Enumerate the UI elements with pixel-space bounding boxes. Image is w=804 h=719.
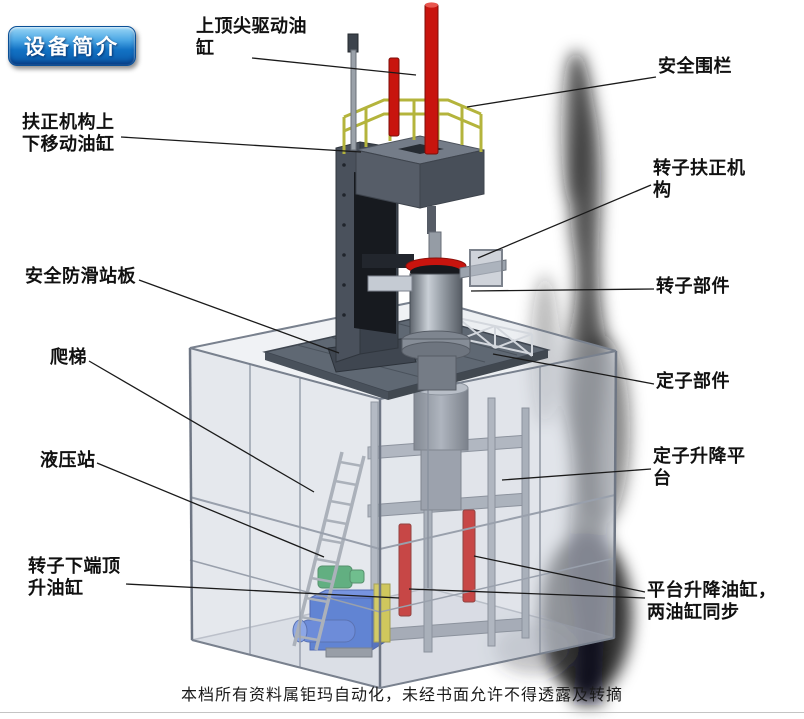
leader-rotor-centering: [477, 184, 652, 259]
hydraulic-station-graphic: [292, 565, 391, 658]
label-hydraulic-station: 液压站: [40, 450, 96, 470]
label-ladder: 爬梯: [50, 347, 87, 367]
leader-rotor-parts: [470, 288, 655, 292]
leader-centering-cylinder: [120, 136, 362, 153]
label-safety-fence: 安全围栏: [658, 56, 732, 76]
rotor-assembly: [362, 231, 507, 391]
leader-top-drive-cylinder: [251, 57, 417, 76]
label-rotor-parts: 转子部件: [656, 276, 730, 296]
leader-hydraulic-station: [96, 462, 325, 558]
leader-rotor-bottom-jack: [125, 583, 400, 599]
label-stator-lift-platform: 定子升降平台: [653, 446, 746, 488]
leader-anti-slip-plate: [138, 279, 340, 354]
title-badge-label: 设备简介: [24, 36, 120, 59]
label-rotor-centering: 转子扶正机构: [653, 158, 746, 200]
head-assembly: [355, 135, 485, 234]
bottom-divider: [0, 712, 804, 713]
label-anti-slip-platform: 安全防滑站板: [25, 266, 136, 286]
leader-stator-parts: [492, 353, 655, 385]
leader-stator-platform: [501, 468, 652, 481]
label-stator-parts: 定子部件: [656, 371, 730, 391]
leader-platform-cyl-a: [473, 555, 646, 593]
label-rotor-bottom-jack: 转子下端顶升油缸: [28, 556, 121, 598]
label-centering-lift-cylinder: 扶正机构上下移动油缸: [22, 112, 115, 154]
title-badge: 设备简介: [8, 26, 136, 66]
leader-platform-cyl-b: [408, 588, 646, 599]
top-drive-cylinders: [347, 2, 439, 155]
ladder-graphic: [292, 451, 366, 651]
leader-safety-fence: [466, 76, 657, 108]
leader-ladder: [88, 360, 315, 493]
label-top-drive-cylinder: 上顶尖驱动油缸: [196, 16, 307, 58]
enclosure-box-front: [189, 347, 617, 689]
footer-copyright-note: 本档所有资料属钜玛自动化，未经书面允许不得透露及转摘: [180, 687, 623, 704]
label-platform-lift-cylinders: 平台升降油缸，两油缸同步: [647, 580, 777, 622]
